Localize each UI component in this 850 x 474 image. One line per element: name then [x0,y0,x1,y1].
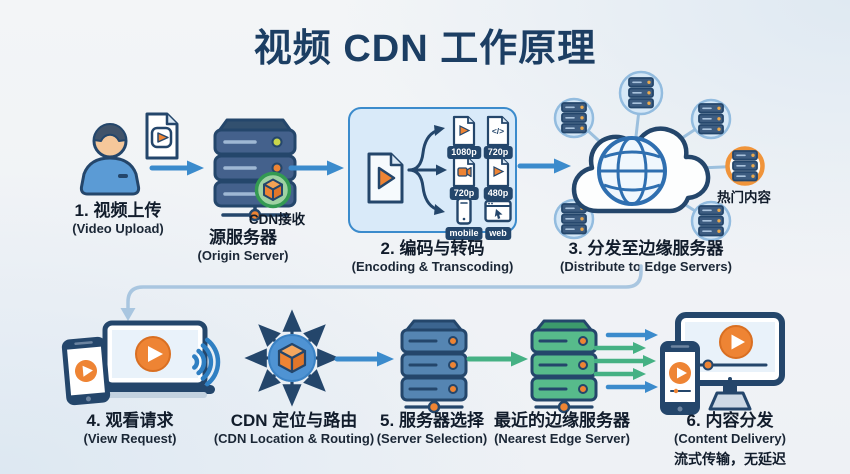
label-distribute: 3. 分发至边缘服务器 (Distribute to Edge Servers) [550,238,742,276]
resolution-badge: mobile [445,227,483,240]
page-title: 视频 CDN 工作原理 [253,28,597,70]
connector-to-bottom-row [120,264,643,321]
encoding-panel: 1080p </> 720p 720p 4 [348,107,517,240]
encoding-output-480p: 480p [480,156,516,200]
label-routing-en: (CDN Location & Routing) [213,431,375,447]
nearest-edge-server-icon [530,319,598,414]
viewer-devices-icon [61,320,215,406]
label-distribute-en: (Distribute to Edge Servers) [560,259,732,275]
label-upload-en: (Video Upload) [72,221,164,237]
mobile-phone-icon [456,197,472,225]
resolution-badge: 1080p [447,146,481,159]
routing-icon [244,309,340,407]
cdn-cloud-cluster [553,70,765,242]
label-delivery-note: 流式传输，无延迟 [674,450,786,467]
encoding-output-720p-video: 720p [446,156,482,200]
video-file-icon [145,112,179,160]
label-upload-zh: 1. 视频上传 [74,201,162,220]
resolution-badge: web [485,227,511,240]
code-file-icon: </> [486,115,510,147]
arrow-routing-to-selection [334,351,394,367]
label-view-zh: 4. 观看请求 [86,411,174,430]
label-upload: 1. 视频上传 (Video Upload) [38,200,198,238]
laptop-icon [93,320,215,398]
source-video-file-icon [367,152,404,204]
resolution-badge: 720p [449,187,479,200]
label-encoding-zh: 2. 编码与转码 [380,239,485,258]
label-cdn-receive: CDN接收 [248,212,306,227]
encoding-output-1080p: 1080p [446,115,482,159]
arrow-selection-to-nearest [466,351,528,367]
label-encoding: 2. 编码与转码 (Encoding & Transcoding) [350,238,515,276]
delivery-devices-icon [660,312,785,415]
encoding-output-web: web [480,196,516,240]
label-delivery: 6. 内容分发 (Content Delivery) 流式传输，无延迟 [648,410,812,468]
camera-file-icon [452,156,476,188]
svg-text:</>: </> [492,126,504,136]
label-origin-en: (Origin Server) [197,248,289,264]
play-file-icon [486,156,510,188]
label-nearest-en: (Nearest Edge Server) [494,431,630,447]
smartphone-icon [61,336,111,406]
encoding-output-720p-code: </> 720p [480,115,516,159]
label-delivery-en: (Content Delivery) [674,431,786,447]
label-origin: 源服务器 (Origin Server) [168,227,318,265]
arrow-upload-to-origin [149,160,204,176]
branch-arrows [407,125,447,215]
label-selection-en: (Server Selection) [376,431,488,447]
label-view-request: 4. 观看请求 (View Request) [50,410,210,448]
selected-server-icon [400,319,468,414]
label-selection-zh: 5. 服务器选择 [380,411,484,430]
label-nearest-zh: 最近的边缘服务器 [494,411,630,430]
label-origin-zh: 源服务器 [209,228,277,247]
web-browser-icon [484,199,512,223]
arrow-encoding-to-cloud [517,158,571,174]
label-routing: CDN 定位与路由 (CDN Location & Routing) [207,410,381,448]
wifi-signal-icon [192,337,221,387]
resolution-badge: 720p [483,146,513,159]
arrow-origin-to-encoding [288,160,344,176]
label-selection: 5. 服务器选择 (Server Selection) [352,410,512,448]
encoding-output-mobile: mobile [445,196,483,240]
play-file-icon [452,115,476,147]
label-distribute-zh: 3. 分发至边缘服务器 [568,239,724,258]
label-encoding-en: (Encoding & Transcoding) [351,259,514,275]
globe-icon [597,136,667,206]
label-view-en: (View Request) [83,431,177,447]
label-routing-zh: CDN 定位与路由 [230,411,358,430]
resolution-badge: 480p [483,187,513,200]
person-icon [79,123,141,196]
label-delivery-zh: 6. 内容分发 [686,411,774,430]
label-nearest: 最近的边缘服务器 (Nearest Edge Server) [476,410,648,448]
cdn-receive-cube-icon [254,171,292,209]
label-hot-content: 热门内容 [717,190,771,205]
streaming-arrows [593,329,658,393]
hot-content-node [725,146,765,186]
smartphone-icon [660,341,700,415]
